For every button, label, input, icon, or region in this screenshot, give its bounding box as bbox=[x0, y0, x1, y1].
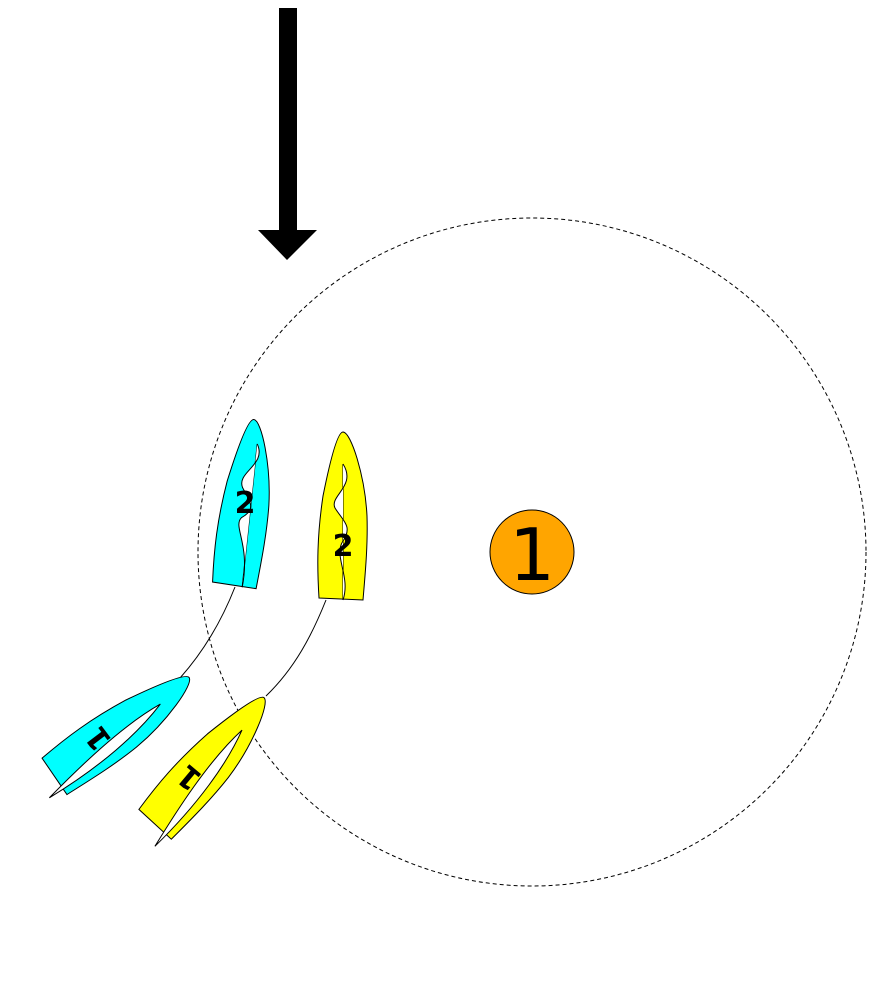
boat-yellow-1: 1 bbox=[136, 680, 284, 847]
boat-cyan-1: 1 bbox=[39, 656, 205, 799]
track-cyan bbox=[179, 586, 236, 679]
boat-cyan-2: 2 bbox=[210, 416, 279, 590]
mark-label: 1 bbox=[509, 513, 555, 597]
track-yellow bbox=[265, 599, 327, 697]
boat-yellow-2: 2 bbox=[317, 431, 368, 601]
boat-label: 2 bbox=[235, 486, 256, 521]
boat-label: 2 bbox=[333, 529, 354, 564]
zone-circle bbox=[197, 217, 867, 887]
wind-arrow-icon bbox=[258, 8, 317, 260]
mark-1: 1 bbox=[489, 509, 575, 597]
